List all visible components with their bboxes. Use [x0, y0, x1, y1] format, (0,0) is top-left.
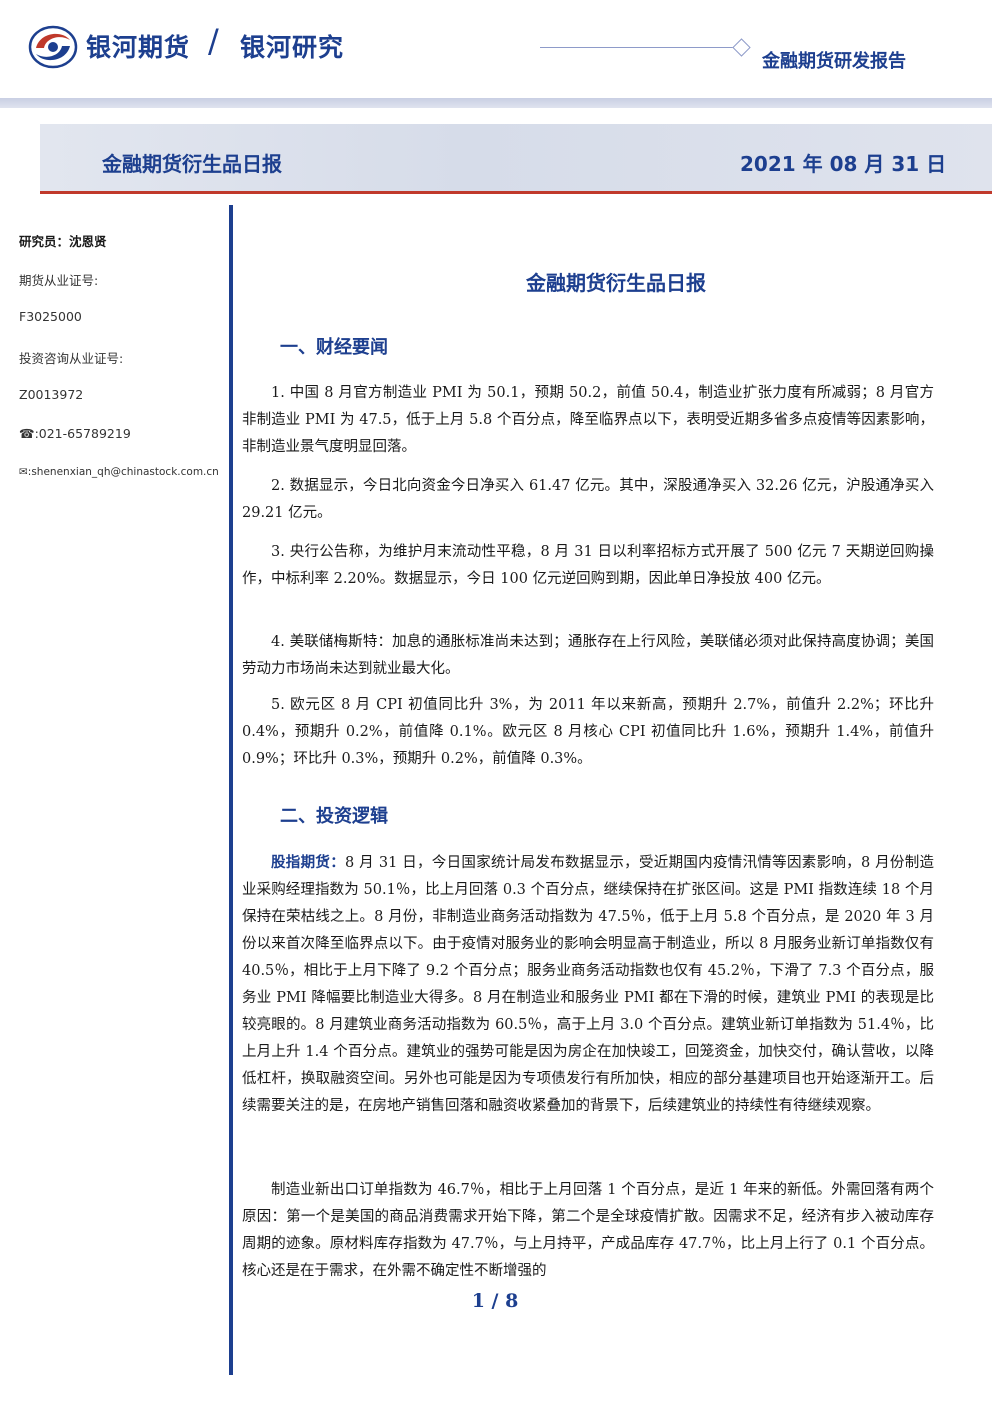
- report-type: 金融期货研发报告: [762, 51, 906, 72]
- brand-separator: /: [208, 22, 219, 60]
- banner-title: 金融期货衍生品日报: [102, 152, 282, 176]
- email-link[interactable]: ✉:shenenxian_qh@chinastock.com.cn: [19, 466, 219, 478]
- section-heading-news: 一、财经要闻: [280, 337, 388, 358]
- stock-index-text: 8 月 31 日，今日国家统计局发布数据显示，受近期国内疫情汛情等因素影响，8 …: [242, 855, 934, 1114]
- researcher-name: 研究员：沈恩贤: [19, 234, 107, 249]
- brand-name: 银河期货: [86, 33, 191, 62]
- news-item: 2. 数据显示，今日北向资金今日净买入 61.47 亿元。其中，深股通净买入 3…: [242, 478, 934, 521]
- futures-cert-value: F3025000: [19, 309, 82, 324]
- news-item: 3. 央行公告称，为维护月末流动性平稳，8 月 31 日以利率招标方式开展了 5…: [242, 544, 934, 587]
- stock-index-analysis: 股指期货：8 月 31 日，今日国家统计局发布数据显示，受近期国内疫情汛情等因素…: [242, 850, 934, 1120]
- diamond-icon: [732, 38, 751, 57]
- phone-number: ☎:021-65789219: [19, 426, 131, 441]
- news-item: 1. 中国 8 月官方制造业 PMI 为 50.1，预期 50.2，前值 50.…: [242, 385, 934, 455]
- export-orders-analysis: 制造业新出口订单指数为 46.7％，相比于上月回落 1 个百分点，是近 1 年来…: [242, 1182, 934, 1279]
- title-banner: [40, 124, 992, 194]
- report-date: 2021 年 08 月 31 日: [740, 152, 947, 176]
- advisory-cert-label: 投资咨询从业证号:: [19, 351, 124, 366]
- stock-index-lead: 股指期货：: [271, 855, 345, 871]
- news-item: 4. 美联储梅斯特：加息的通胀标准尚未达到；通胀存在上行风险，美联储必须对此保持…: [242, 634, 934, 677]
- header-divider-line: [540, 47, 735, 48]
- section-heading-logic: 二、投资逻辑: [280, 806, 388, 827]
- header-band: [0, 98, 992, 108]
- sidebar-divider: [229, 205, 233, 1375]
- brand-research: 银河研究: [240, 33, 345, 62]
- news-item: 5. 欧元区 8 月 CPI 初值同比升 3%，为 2011 年以来新高，预期升…: [242, 697, 934, 767]
- page-number: 1 / 8: [471, 1290, 519, 1312]
- futures-cert-label: 期货从业证号:: [19, 273, 99, 288]
- galaxy-logo-icon: [28, 24, 78, 70]
- advisory-cert-value: Z0013972: [19, 387, 84, 402]
- banner-accent-line: [40, 191, 992, 194]
- document-title: 金融期货衍生品日报: [526, 271, 706, 295]
